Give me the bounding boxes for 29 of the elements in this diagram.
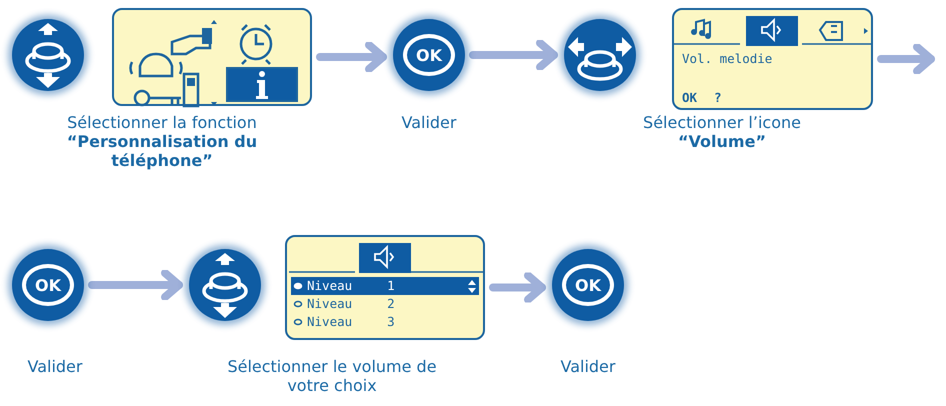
softkey-label: ? (714, 90, 722, 105)
list-item-text: Niveau 2 (307, 296, 395, 311)
ok-key (393, 19, 465, 91)
display-screen (672, 8, 873, 110)
arrow (469, 39, 558, 71)
arrow (877, 43, 935, 75)
arrow (316, 41, 387, 73)
display-screen (285, 235, 485, 340)
list-item-text: Niveau 3 (307, 314, 395, 329)
step-caption: Valider (560, 357, 616, 376)
display-screen (112, 8, 312, 106)
ok-key (12, 249, 84, 321)
step-caption: Valider (26, 357, 84, 376)
screen-text: Vol. melodie (682, 51, 772, 66)
softkey-label: OK (682, 90, 698, 105)
arrow (489, 272, 546, 304)
key-label: OK (22, 264, 74, 306)
arrow (88, 269, 183, 301)
ok-key (552, 249, 624, 321)
step-caption: Sélectionner le volume de votre choix (226, 357, 438, 395)
key-label: OK (403, 34, 455, 76)
step-caption: Sélectionner la fonction “Personnalisation du téléphone” (66, 113, 258, 170)
step-caption: Valider (400, 113, 458, 132)
left-right-navigation-key (564, 19, 636, 91)
step-caption: Sélectionner l’icone “Volume” (642, 113, 802, 151)
key-label: OK (562, 264, 614, 306)
up-down-navigation-key (12, 19, 84, 91)
up-down-navigation-key (189, 249, 261, 321)
list-item-text: Niveau 1 (307, 278, 395, 293)
